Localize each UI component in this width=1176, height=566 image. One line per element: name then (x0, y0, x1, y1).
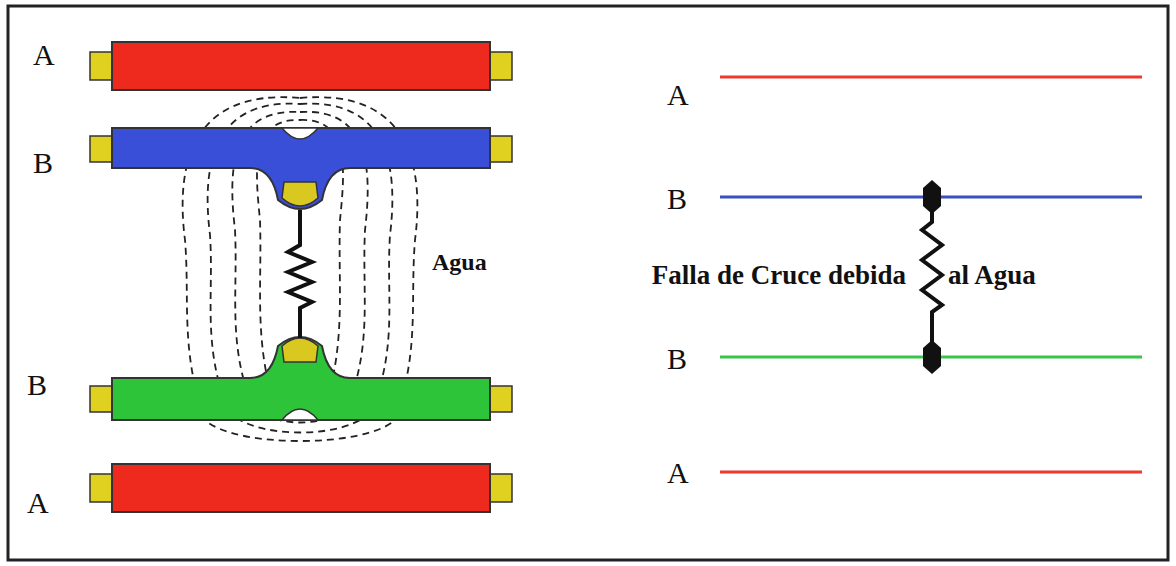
fault-resistor-symbol (922, 197, 942, 357)
line-label: A (667, 80, 689, 110)
cable-a-bottom (90, 464, 512, 512)
cable-label: A (27, 488, 49, 518)
line-label: A (667, 458, 689, 488)
resistor-symbol (288, 210, 312, 338)
cable-label: B (33, 148, 53, 178)
cable-b-green (90, 337, 512, 420)
cable-b-blue (90, 128, 512, 209)
line-label: B (667, 344, 687, 374)
fault-label: al Agua (948, 262, 1036, 289)
junction-dot (923, 340, 941, 374)
fault-label: Falla de Cruce debida (652, 262, 906, 289)
junction-dot (923, 180, 941, 214)
line-a-top (720, 76, 1142, 79)
water-label: Agua (432, 250, 487, 274)
line-label: B (667, 184, 687, 214)
cable-label: B (27, 370, 47, 400)
frame (8, 6, 1168, 560)
cable-a-top (90, 42, 512, 90)
line-a-bottom (720, 471, 1142, 474)
cable-label: A (33, 40, 55, 70)
